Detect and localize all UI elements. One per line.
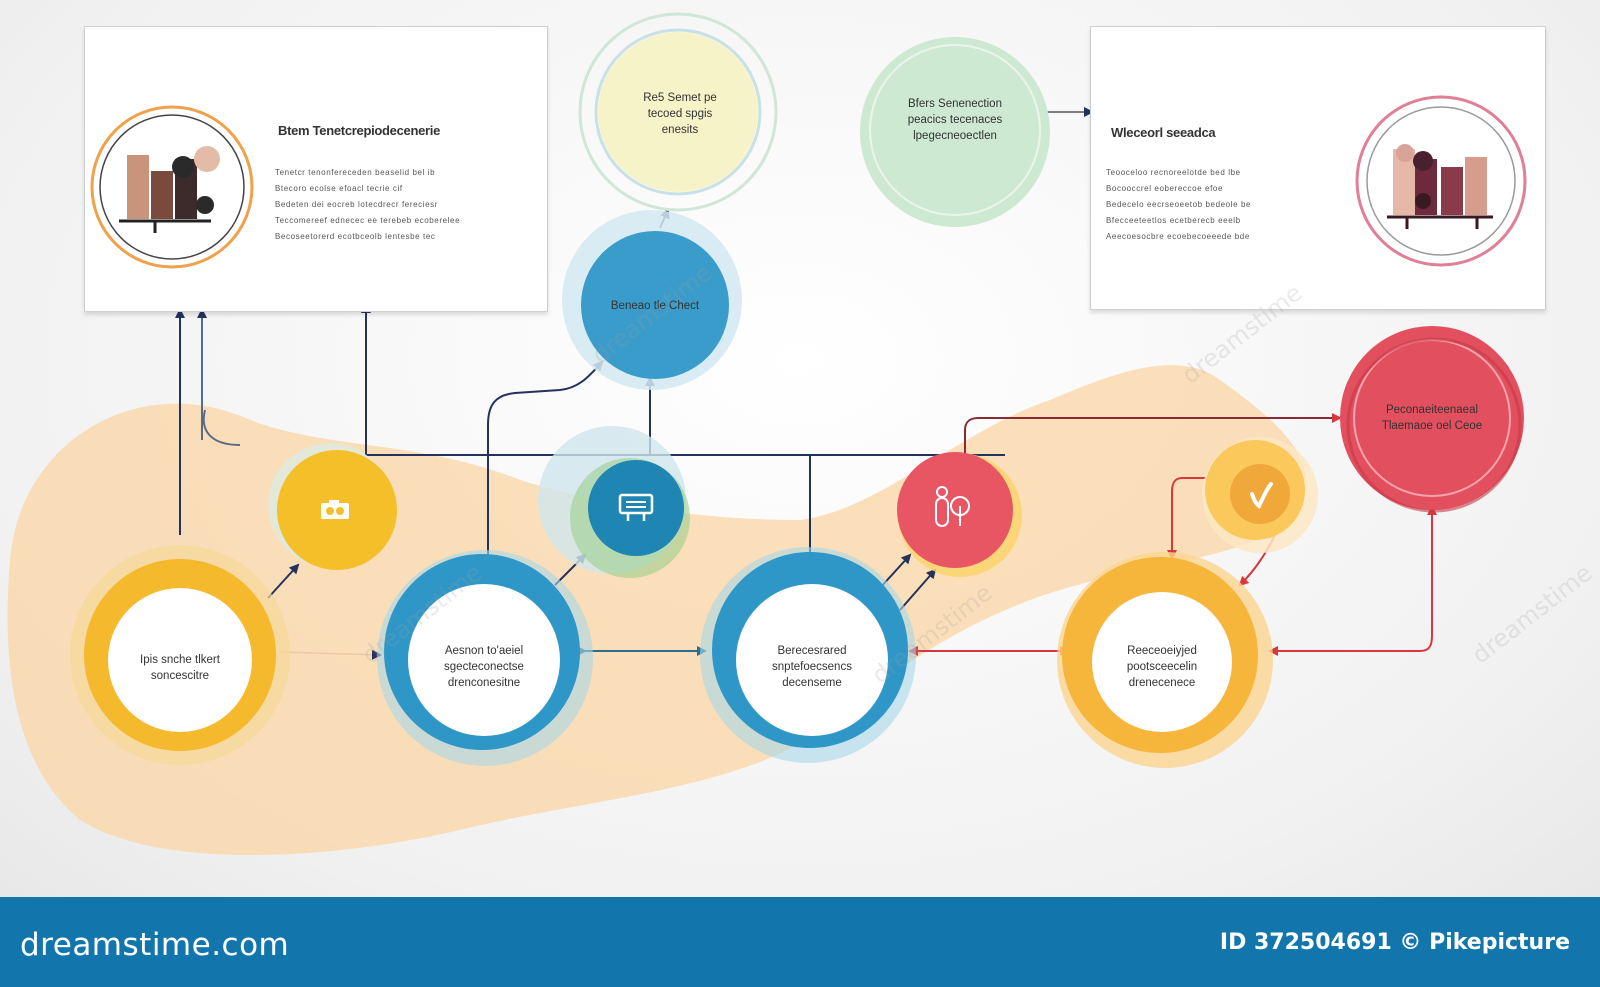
text-line: Btecoro ecolse efoacl tecrie cif [275, 184, 403, 193]
brand-logo-text[interactable]: dreamstime.com [20, 927, 290, 963]
image-credit: ID 372504691 © Pikepicture [1219, 930, 1570, 955]
text-line: decenseme [782, 677, 842, 689]
orange-small-circle [1202, 437, 1318, 553]
text-line: Teooceloo recnoreelotde bed lbe [1106, 168, 1241, 177]
text-line: drenconesitne [447, 677, 521, 689]
text-line: Bedecelo eecrseoeetob bedeole be [1106, 200, 1252, 209]
text-line: drenecenece [1128, 677, 1196, 689]
text-line: enesits [661, 124, 699, 136]
text-line: Tenetcr tenonfereceden beaselid bel ib [275, 168, 436, 177]
text-line: sgecteconectse [444, 661, 524, 673]
text-line: snptefoecsencs [772, 661, 852, 673]
blue-top-circle-text: Beneao tle Chect [590, 298, 720, 314]
text-line: tecoed spgis [647, 108, 713, 120]
big-blue-ring-2-text: Berecesrared snptefoecsencs decenseme [746, 643, 878, 691]
bar-chart-icon [90, 105, 254, 269]
text-line: lpegecneoectlen [913, 130, 997, 142]
text-line: Beneao tle Chect [610, 300, 700, 312]
top-right-panel-title: Wleceorl seeadca [1111, 125, 1216, 140]
text-line: Aesnon to'aeiel [444, 645, 524, 657]
top-yellow-circle-text: Re5 Semet pe tecoed spgis enesits [610, 90, 750, 138]
text-line: Aeecoesocbre ecoebecoeeede bde [1106, 232, 1250, 241]
text-line: peacics tecenaces [907, 114, 1003, 126]
text-line: Bfecceeteetlos ecetberecb eeelb [1106, 216, 1241, 225]
footer-bar: dreamstime.com ID 372504691 © Pikepictur… [0, 897, 1600, 987]
red-right-circle [1340, 326, 1524, 513]
text-line: Peconaeiteenaeal [1385, 404, 1479, 416]
top-left-panel: Btem Tenetcrepiodecenerie Tenetcr tenonf… [84, 26, 548, 312]
top-right-panel: Wleceorl seeadca Teooceloo recnoreelotde… [1090, 26, 1546, 310]
top-green-circle-text: Bfers Senenection peacics tecenaces lpeg… [880, 96, 1030, 144]
top-right-panel-text: Teooceloo recnoreelotde bed lbe Bocooccr… [1106, 165, 1336, 245]
text-line: pootsceecelin [1126, 661, 1198, 673]
top-green-circle [860, 37, 1050, 227]
text-line: Ipis snche tlkert [140, 654, 220, 666]
top-left-panel-text: Tenetcr tenonfereceden beaselid bel ib B… [275, 165, 535, 245]
text-line: Re5 Semet pe [643, 92, 717, 104]
monitor-icon [618, 493, 654, 521]
plant-icon [935, 486, 970, 527]
text-line: Reeceoeiyjed [1127, 645, 1197, 657]
text-line: Becoseetorerd ecotbceolb lentesbe tec [275, 232, 436, 241]
text-line: Teccomereef ednecec ee terebeb ecoberele… [275, 216, 461, 225]
text-line: soncescitre [150, 670, 210, 682]
text-line: Berecesrared [777, 645, 847, 657]
big-yellow-ring [70, 545, 290, 765]
diagram-canvas: Btem Tenetcrepiodecenerie Tenetcr tenonf… [0, 0, 1600, 897]
text-line: Bocooccrel eobereccoe efoe [1106, 184, 1223, 193]
red-right-circle-text: Peconaeiteenaeal Tlaemaoe oel Ceoe [1352, 402, 1512, 434]
bar-chart-icon [1355, 95, 1527, 267]
big-blue-ring-2 [700, 547, 916, 763]
text-line: Bedeten dei eocreb lotecdrecr fereciesr [275, 200, 439, 209]
big-orange-ring-text: Reeceoeiyjed pootsceecelin drenecenece [1100, 643, 1224, 691]
big-blue-ring-1 [377, 550, 593, 766]
big-orange-ring [1057, 552, 1273, 768]
text-line: Bfers Senenection [908, 98, 1002, 110]
check-icon [1250, 482, 1273, 509]
top-left-panel-title: Btem Tenetcrepiodecenerie [278, 123, 441, 138]
connector-layer [7, 12, 1524, 855]
top-yellow-circle [578, 12, 778, 212]
camera-icon [321, 500, 349, 519]
big-blue-ring-1-text: Aesnon to'aeiel sgecteconectse drencones… [418, 643, 550, 691]
big-yellow-ring-text: Ipis snche tlkert soncescitre [118, 652, 242, 684]
text-line: Tlaemaoe oel Ceoe [1381, 420, 1483, 432]
blue-top-circle [562, 210, 742, 390]
